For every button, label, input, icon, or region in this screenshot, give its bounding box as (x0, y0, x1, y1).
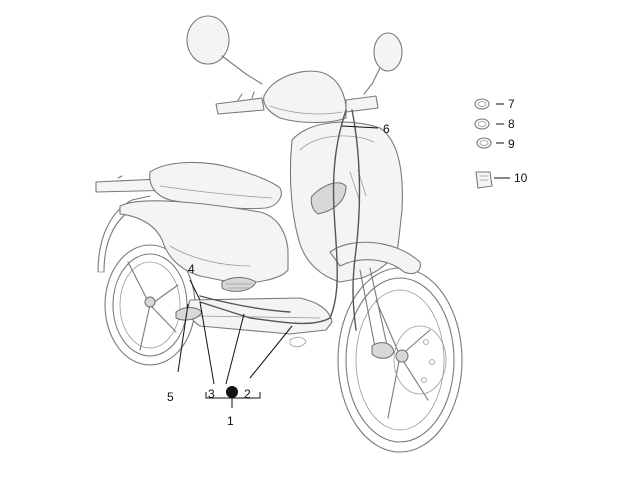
seat-and-rack (95, 161, 282, 210)
callout-1: 1 (227, 414, 234, 428)
rear-body-panel (119, 200, 289, 292)
callout-2: 2 (244, 387, 251, 401)
cable-harness (199, 109, 361, 331)
front-wheel (337, 267, 463, 453)
callout-8: 8 (508, 117, 515, 131)
callout-6: 6 (383, 122, 390, 136)
front-shield (289, 121, 403, 283)
headset (215, 70, 379, 123)
callout-3: 3 (208, 387, 215, 401)
leader-lines (177, 103, 510, 408)
ring-part-7 (474, 98, 490, 110)
floorboard (175, 297, 333, 348)
clip-part-10 (475, 171, 493, 189)
callout-9: 9 (508, 137, 515, 151)
front-fork (329, 241, 421, 359)
callout-4: 4 (188, 262, 195, 276)
ring-part-9 (476, 137, 492, 149)
part-marker-dot (226, 386, 238, 398)
callout-5: 5 (167, 390, 174, 404)
callout-10: 10 (514, 171, 528, 185)
ring-part-8 (474, 118, 490, 130)
mirrors (186, 15, 403, 95)
callout-7: 7 (508, 97, 515, 111)
rear-wheel (104, 244, 196, 366)
